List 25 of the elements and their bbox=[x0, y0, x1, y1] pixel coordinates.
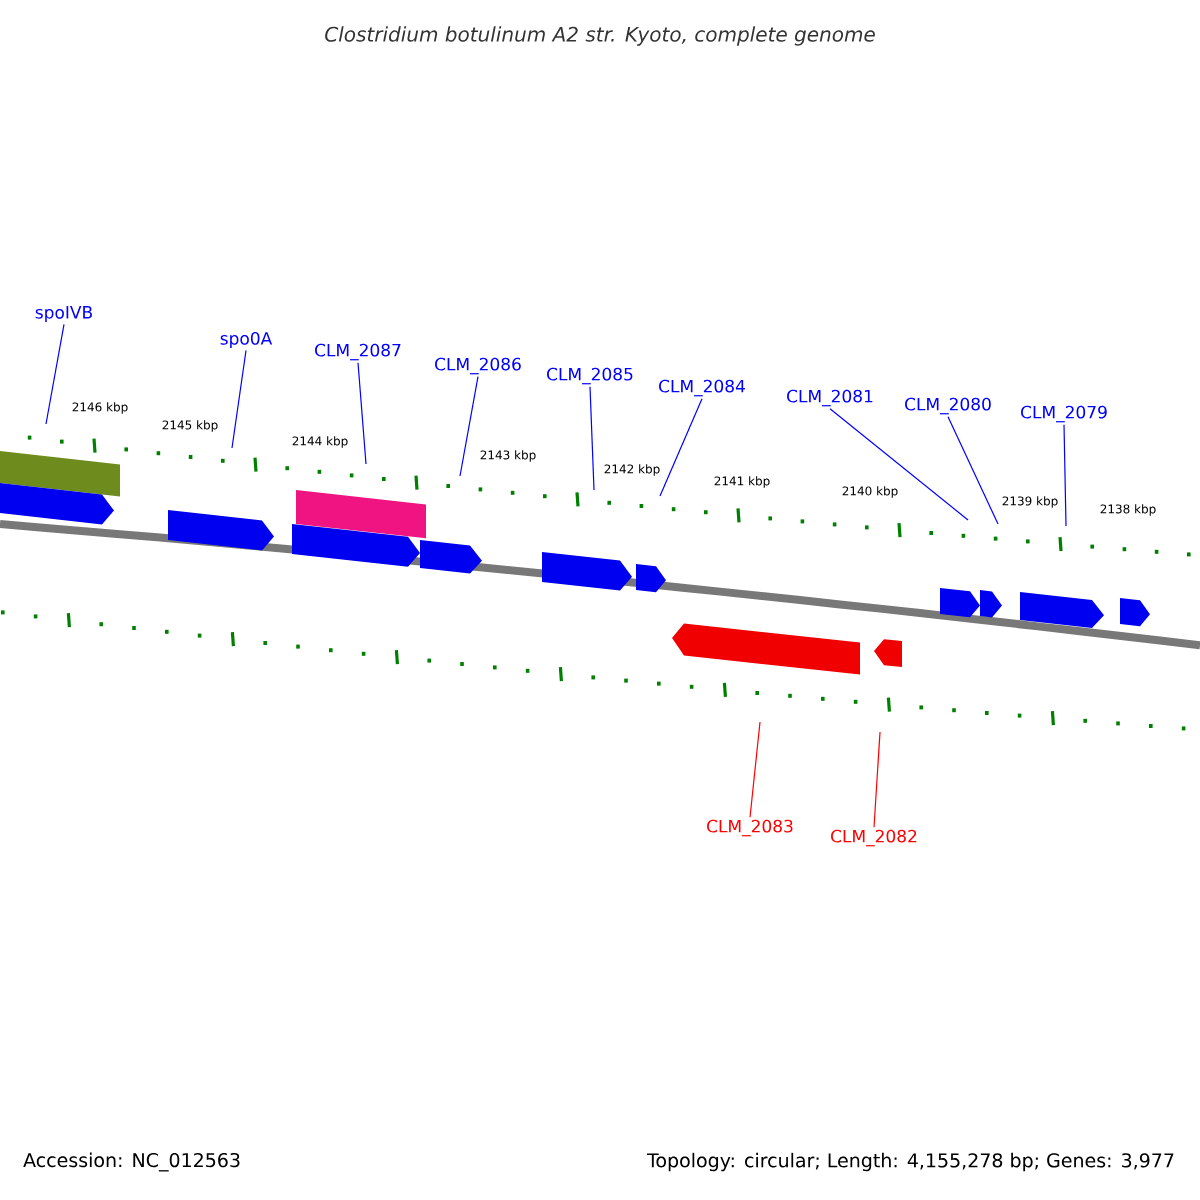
leader-line bbox=[231, 349, 247, 449]
gene-label: CLM_2080 bbox=[905, 397, 991, 415]
gene-label: spoIVB bbox=[35, 306, 92, 322]
leader-line bbox=[829, 408, 969, 521]
gene-label: CLM_2085 bbox=[547, 367, 633, 385]
leader-line bbox=[659, 398, 703, 497]
leader-line bbox=[1063, 424, 1067, 527]
leader-line bbox=[873, 731, 881, 828]
gene-label: CLM_2081 bbox=[787, 389, 873, 407]
leader-line bbox=[947, 416, 999, 525]
gene-label: CLM_2084 bbox=[659, 379, 745, 397]
leader-line bbox=[45, 323, 65, 425]
gene-label: CLM_2086 bbox=[435, 357, 521, 375]
gene-label: CLM_2079 bbox=[1021, 405, 1107, 423]
genome-info-text: Topology: circular; Length: 4,155,278 bp; Genes: 3,977 bbox=[646, 1152, 1174, 1172]
leader-line bbox=[459, 376, 479, 477]
title: Clostridium botulinum A2 str. Kyoto, complete genome bbox=[325, 26, 875, 46]
leader-line bbox=[749, 721, 761, 818]
accession-text: Accession: NC_012563 bbox=[23, 1152, 240, 1172]
gene-label: CLM_2083 bbox=[707, 819, 793, 837]
gene-label: CLM_2087 bbox=[315, 343, 401, 361]
gene-label: CLM_2082 bbox=[831, 829, 917, 847]
leader-line bbox=[589, 386, 595, 491]
leader-line bbox=[357, 362, 367, 465]
gene-label: spo0A bbox=[220, 331, 273, 349]
